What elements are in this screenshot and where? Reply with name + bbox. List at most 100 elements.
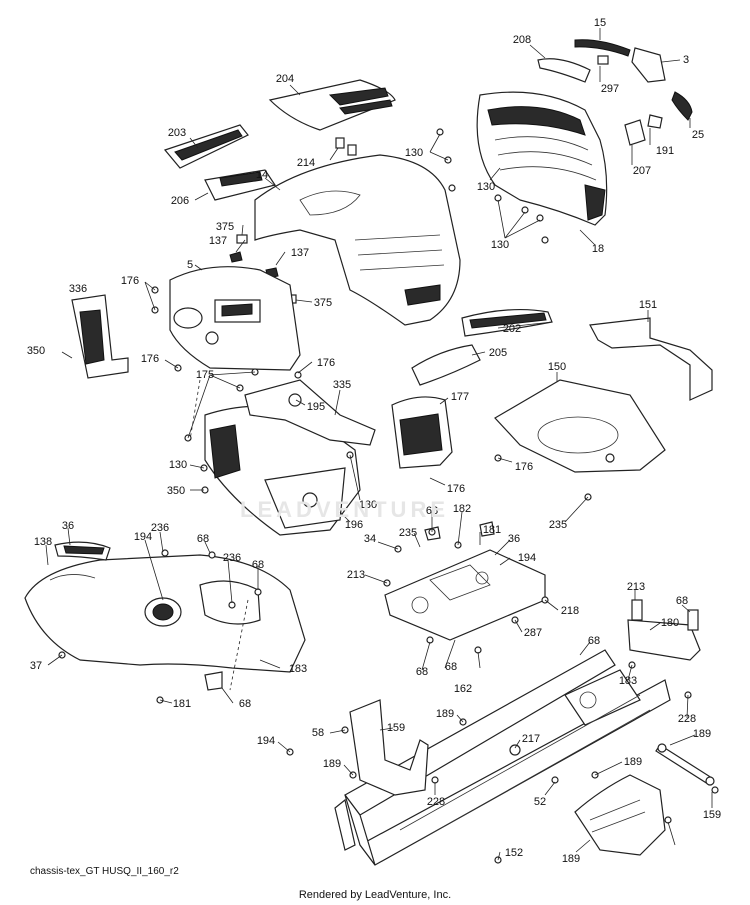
steering-bracket bbox=[244, 379, 376, 446]
hood-top-panel bbox=[268, 79, 396, 131]
callout-137: 137 bbox=[209, 235, 227, 247]
watermark: LEADVENTURE bbox=[240, 497, 450, 522]
callout-68: 228 bbox=[678, 713, 696, 725]
callout-68: 68 bbox=[445, 661, 457, 673]
callout-183: 68 bbox=[416, 666, 428, 678]
callout-150: 150 bbox=[548, 361, 566, 373]
callout-68: 183 bbox=[619, 675, 637, 687]
diagram-code: chassis-tex_GT HUSQ_II_160_r2 bbox=[30, 866, 179, 877]
callout-152: 189 bbox=[562, 853, 580, 865]
callout-213: 68 bbox=[676, 595, 688, 607]
fender-deck bbox=[24, 541, 306, 691]
callout-208: 208 bbox=[513, 34, 531, 46]
callout-202: 202 bbox=[503, 323, 521, 335]
callout-177: 195 bbox=[307, 401, 325, 413]
callout-350: 350 bbox=[27, 345, 45, 357]
callout-162: 181 bbox=[173, 698, 191, 710]
callout-213: 213 bbox=[627, 581, 645, 593]
callout-68: 182 bbox=[453, 503, 471, 515]
callout-14: 14 bbox=[256, 169, 268, 181]
callout-68: 218 bbox=[561, 605, 579, 617]
callout-15: 15 bbox=[594, 17, 606, 29]
callout-189: 58 bbox=[312, 727, 324, 739]
callout-130: 130 bbox=[477, 181, 495, 193]
callout-176: 176 bbox=[317, 357, 335, 369]
callout-137: 137 bbox=[291, 247, 309, 259]
callout-130: 176 bbox=[515, 461, 533, 473]
callout-217: 189 bbox=[693, 728, 711, 740]
callout-297: 297 bbox=[601, 83, 619, 95]
leader-lines bbox=[45, 28, 713, 861]
render-credit: Rendered by LeadVenture, Inc. bbox=[298, 889, 452, 901]
callout-176: 176 bbox=[121, 275, 139, 287]
callout-205: 205 bbox=[489, 347, 507, 359]
callout-159: 194 bbox=[257, 735, 275, 747]
callout-5: 5 bbox=[187, 259, 193, 271]
callout-130: 235 bbox=[549, 519, 567, 531]
callout-218: 180 bbox=[661, 617, 679, 629]
callout-375: 375 bbox=[216, 221, 234, 233]
callout-176: 350 bbox=[167, 485, 185, 497]
callout-236: 194 bbox=[518, 552, 536, 564]
side-panel-left bbox=[71, 294, 129, 379]
callout-189: 189 bbox=[323, 758, 341, 770]
hood-bracket bbox=[589, 317, 713, 401]
callout-196: 36 bbox=[62, 520, 74, 532]
callout-235: 181 bbox=[483, 524, 501, 536]
callout-68: 34 bbox=[364, 533, 376, 545]
callout-375: 375 bbox=[314, 297, 332, 309]
dash-trim bbox=[411, 344, 481, 386]
callout-183: 162 bbox=[454, 683, 472, 695]
callout-58: 159 bbox=[387, 722, 405, 734]
callout-191: 191 bbox=[656, 145, 674, 157]
callout-labels: 15 208 3 297 25 204 203 214 130 130 191 … bbox=[27, 17, 721, 865]
callout-335: 177 bbox=[451, 391, 469, 403]
callout-228: 52 bbox=[534, 796, 546, 808]
hood-body bbox=[254, 154, 461, 326]
callout-182: 196 bbox=[345, 519, 363, 531]
callout-350: 176 bbox=[447, 483, 465, 495]
callout-236: 235 bbox=[399, 527, 417, 539]
callout-194: 217 bbox=[522, 733, 540, 745]
seat-plate bbox=[384, 521, 546, 641]
front-hood-assembly bbox=[476, 91, 608, 226]
callout-176: 130 bbox=[359, 499, 377, 511]
callout-194: 68 bbox=[252, 559, 264, 571]
callout-181: 68 bbox=[239, 698, 251, 710]
callout-336: 336 bbox=[69, 283, 87, 295]
callout-194: 68 bbox=[197, 533, 209, 545]
callout-195: 130 bbox=[169, 459, 187, 471]
seat-bracket-58 bbox=[349, 699, 429, 796]
engine-pan bbox=[494, 379, 666, 473]
callout-68: 213 bbox=[347, 569, 365, 581]
callout-25: 25 bbox=[692, 129, 704, 141]
callout-52: 159 bbox=[703, 809, 721, 821]
callout-34: 36 bbox=[508, 533, 520, 545]
callout-176: 176 bbox=[141, 353, 159, 365]
footrest bbox=[574, 774, 666, 856]
headlight-lens-part bbox=[537, 39, 693, 146]
hood-side-vent bbox=[163, 124, 249, 169]
dash-insert bbox=[204, 169, 276, 201]
side-panel-right bbox=[391, 396, 453, 469]
front-grille bbox=[461, 308, 553, 337]
front-axle-bracket bbox=[627, 599, 701, 661]
tie-rod bbox=[655, 743, 715, 786]
callout-37: 183 bbox=[289, 663, 307, 675]
callout-159: 152 bbox=[505, 847, 523, 859]
callout-18: 18 bbox=[592, 243, 604, 255]
callout-287: 37 bbox=[30, 660, 42, 672]
callout-68: 287 bbox=[524, 627, 542, 639]
callout-189: 189 bbox=[624, 756, 642, 768]
lower-console bbox=[204, 405, 361, 536]
callout-138: 194 bbox=[134, 531, 152, 543]
callout-203: 203 bbox=[168, 127, 186, 139]
callout-36: 236 bbox=[223, 552, 241, 564]
dash-console bbox=[169, 266, 301, 371]
callout-189: 228 bbox=[427, 796, 445, 808]
callout-175: 335 bbox=[333, 379, 351, 391]
callout-180: 68 bbox=[588, 635, 600, 647]
callout-176: 175 bbox=[196, 369, 214, 381]
callout-130: 130 bbox=[491, 239, 509, 251]
